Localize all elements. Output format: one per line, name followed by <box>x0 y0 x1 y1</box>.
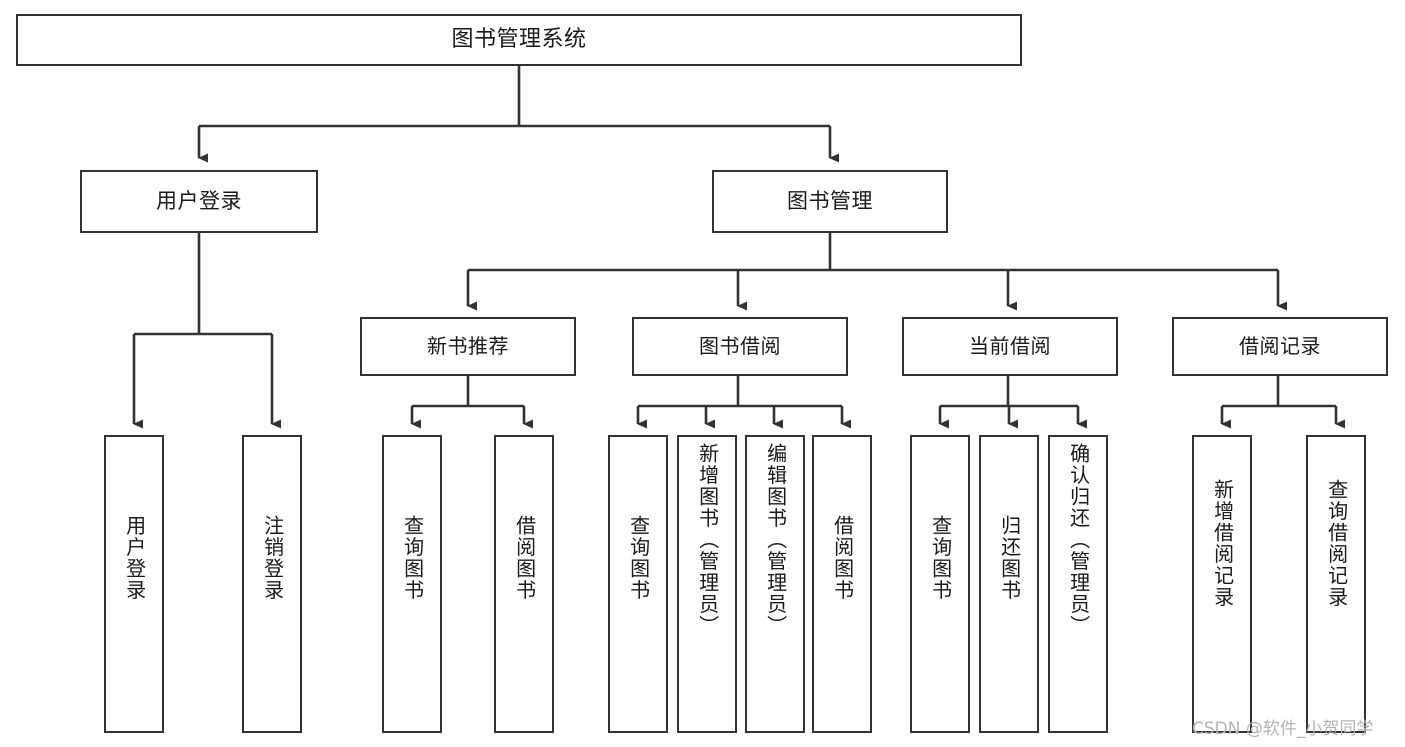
node-label: 用户登录 <box>122 515 147 601</box>
node-borrow-record[interactable]: 借阅记录 <box>1172 317 1388 376</box>
leaf-book-borrow-borrow-book[interactable]: 借阅图书 <box>812 435 872 733</box>
node-label: 图书借阅 <box>699 333 781 358</box>
leaf-book-borrow-query-book[interactable]: 查询图书 <box>608 435 668 733</box>
node-label: 查询图书 <box>400 515 425 601</box>
node-user-login[interactable]: 用户登录 <box>80 170 318 233</box>
leaf-borrow-record-add-record[interactable]: 新增借阅记录 <box>1192 435 1252 733</box>
leaf-current-borrow-confirm-return-admin[interactable]: 确认归还（管理员） <box>1048 435 1108 733</box>
node-root-book-management-system[interactable]: 图书管理系统 <box>16 14 1022 66</box>
leaf-new-book-query-book[interactable]: 查询图书 <box>382 435 442 733</box>
node-label: 查询图书 <box>928 515 953 601</box>
node-label: 图书管理 <box>787 189 873 214</box>
node-label: 当前借阅 <box>969 333 1051 358</box>
csdn-watermark: CSDN @软件_小贺同学 <box>1192 719 1374 739</box>
leaf-current-borrow-query-book[interactable]: 查询图书 <box>910 435 970 733</box>
node-book-borrow[interactable]: 图书借阅 <box>632 317 848 376</box>
node-label: 借阅图书 <box>512 515 537 601</box>
leaf-new-book-borrow-book[interactable]: 借阅图书 <box>494 435 554 733</box>
node-label: 用户登录 <box>156 189 242 214</box>
leaf-borrow-record-query-record[interactable]: 查询借阅记录 <box>1306 435 1366 733</box>
node-label: 新书推荐 <box>427 333 509 358</box>
node-label: 编辑图书（管理员） <box>763 443 788 637</box>
node-label: 归还图书 <box>997 515 1022 601</box>
node-label: 借阅图书 <box>830 515 855 601</box>
node-label: 查询借阅记录 <box>1324 479 1349 608</box>
node-current-borrow[interactable]: 当前借阅 <box>902 317 1118 376</box>
node-label: 新增图书（管理员） <box>695 443 720 637</box>
node-new-book-recommend[interactable]: 新书推荐 <box>360 317 576 376</box>
node-book-management[interactable]: 图书管理 <box>712 170 948 233</box>
node-label: 新增借阅记录 <box>1210 479 1235 608</box>
node-label: 确认归还（管理员） <box>1066 443 1091 637</box>
node-label: 注销登录 <box>260 515 285 601</box>
leaf-current-borrow-return-book[interactable]: 归还图书 <box>979 435 1039 733</box>
node-label: 图书管理系统 <box>451 27 587 53</box>
node-label: 查询图书 <box>626 515 651 601</box>
leaf-book-borrow-add-book-admin[interactable]: 新增图书（管理员） <box>677 435 737 733</box>
node-label: 借阅记录 <box>1239 333 1321 358</box>
leaf-book-borrow-edit-book-admin[interactable]: 编辑图书（管理员） <box>745 435 805 733</box>
leaf-user-login-login[interactable]: 用户登录 <box>104 435 164 733</box>
leaf-user-login-logout[interactable]: 注销登录 <box>242 435 302 733</box>
